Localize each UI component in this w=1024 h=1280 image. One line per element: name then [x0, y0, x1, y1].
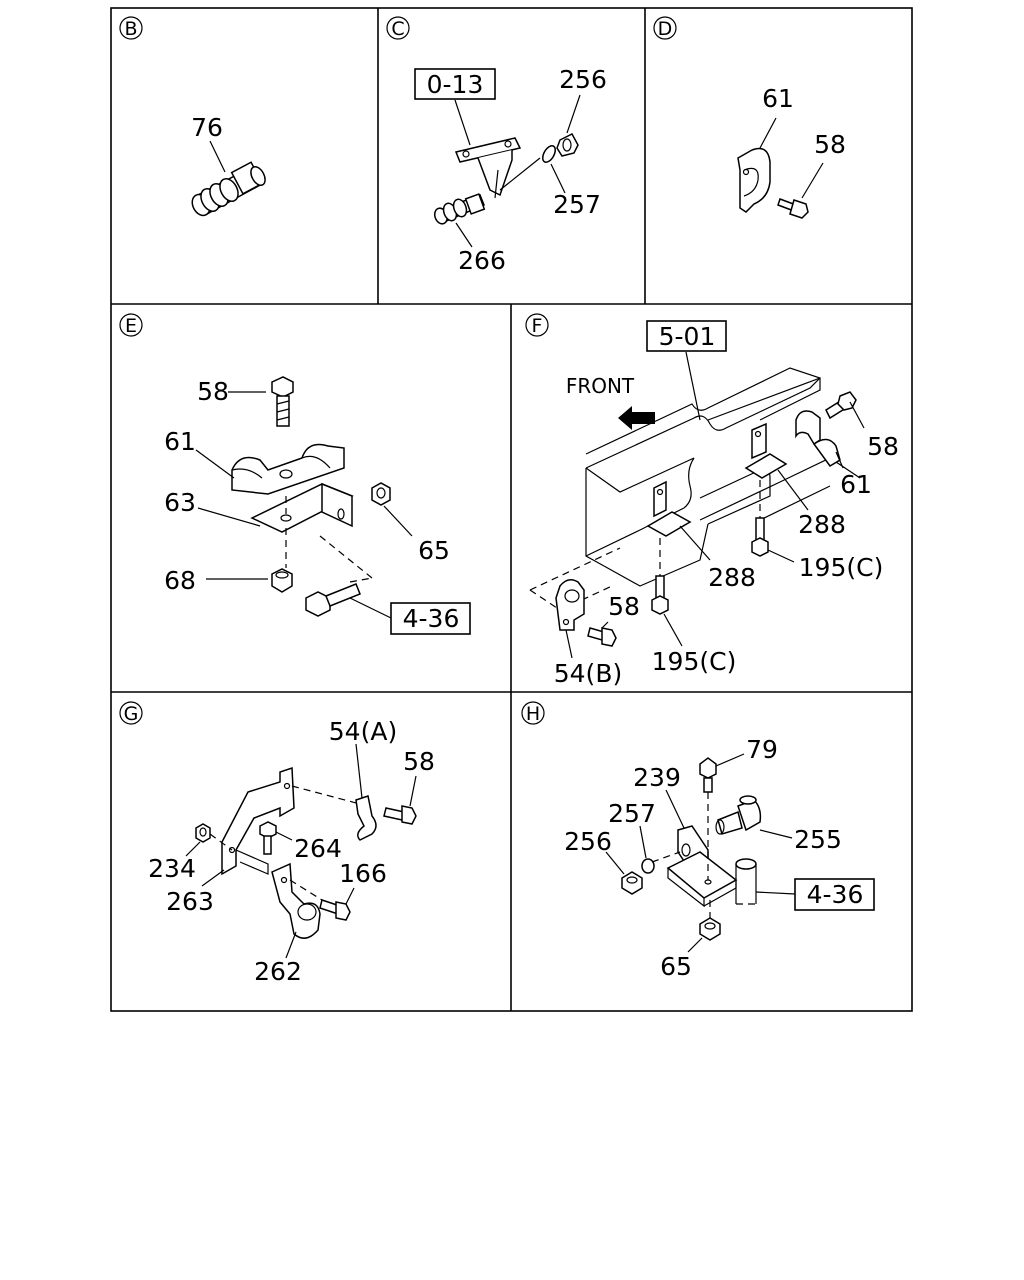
- label-61-d: 61: [762, 84, 794, 113]
- bracket-263: [221, 766, 295, 876]
- clip-61-f: [795, 410, 841, 467]
- bracket-288-left: [646, 480, 692, 537]
- ref-5-01: 5-01: [659, 322, 716, 351]
- bolt-195-right: [751, 517, 769, 557]
- bracket-262: [271, 862, 321, 939]
- front-label: FRONT: [566, 374, 635, 398]
- panel-h: H: [521, 701, 875, 981]
- elbow-255: [715, 795, 762, 835]
- clip-61: [737, 147, 771, 213]
- label-195-right: 195(C): [799, 553, 884, 582]
- ref-box-5-01: [646, 320, 727, 352]
- label-58-d: 58: [814, 130, 846, 159]
- label-58-f-lower: 58: [608, 592, 640, 621]
- label-195-left: 195(C): [652, 647, 737, 676]
- panel-f-letter: F: [532, 315, 543, 337]
- washer-257: [542, 145, 556, 163]
- label-61-f: 61: [840, 470, 872, 499]
- panel-g: G: [119, 701, 435, 986]
- label-262: 262: [254, 957, 302, 986]
- panel-g-letter: G: [124, 703, 139, 725]
- label-288-left: 288: [708, 563, 756, 592]
- ref-4-36-h: 4-36: [807, 880, 864, 909]
- nut-65-h: [699, 917, 721, 941]
- label-65-e: 65: [418, 536, 450, 565]
- panel-h-marker: H: [521, 701, 545, 725]
- bolt-58-f-lower: [587, 627, 617, 647]
- label-255: 255: [794, 825, 842, 854]
- panel-e-letter: E: [125, 315, 137, 337]
- panel-b: B 76: [119, 16, 266, 217]
- ref-0-13: 0-13: [427, 70, 484, 99]
- bracket-63: [250, 482, 354, 533]
- label-76: 76: [191, 113, 223, 142]
- bolt-195-left: [651, 575, 669, 615]
- panel-h-letter: H: [526, 703, 540, 725]
- panel-g-marker: G: [119, 701, 143, 725]
- bolt-58-d: [777, 198, 809, 219]
- label-257: 257: [553, 190, 601, 219]
- label-65-h: 65: [660, 952, 692, 981]
- clip-54b: [555, 579, 585, 631]
- bracket-288-right: [744, 422, 788, 479]
- panel-f: F 5-01 FRONT: [525, 313, 899, 688]
- label-58-g: 58: [403, 747, 435, 776]
- bolt-e-lower: [305, 583, 361, 617]
- bolt-58-e: [271, 376, 294, 427]
- label-239: 239: [633, 763, 681, 792]
- bracket-0-13: [454, 137, 522, 199]
- panel-d-letter: D: [658, 18, 673, 40]
- clip-54a: [355, 795, 377, 841]
- washer-257-h: [641, 858, 655, 874]
- label-54a: 54(A): [329, 717, 397, 746]
- label-68: 68: [164, 566, 196, 595]
- label-54b: 54(B): [554, 659, 622, 688]
- label-256-h: 256: [564, 827, 612, 856]
- label-266: 266: [458, 246, 506, 275]
- clip-61-e: [231, 443, 345, 495]
- bracket-239: [666, 825, 738, 908]
- ref-box-4-36-e: [390, 602, 471, 635]
- label-263: 263: [166, 887, 214, 916]
- panel-b-marker: B: [119, 16, 143, 40]
- label-61-e: 61: [164, 427, 196, 456]
- label-257-h: 257: [608, 799, 656, 828]
- bolt-79: [699, 757, 717, 793]
- panel-c-letter: C: [391, 18, 404, 40]
- label-58-e: 58: [197, 377, 229, 406]
- ref-box-0-13: [414, 68, 496, 100]
- tube-4-36-h: [735, 858, 757, 905]
- label-58-f-upper: 58: [867, 432, 899, 461]
- panel-d-marker: D: [653, 16, 677, 40]
- nut-256-h: [621, 871, 643, 895]
- breather-266: [433, 193, 486, 225]
- label-234: 234: [148, 854, 196, 883]
- panel-f-marker: F: [525, 313, 549, 337]
- nut-256: [556, 133, 579, 157]
- panel-d: D 61 58: [653, 16, 846, 219]
- grease-nipple-76: [191, 161, 266, 217]
- nut-65-e: [371, 482, 391, 506]
- nut-68: [271, 568, 293, 593]
- panel-b-letter: B: [124, 18, 137, 40]
- label-79: 79: [746, 735, 778, 764]
- panel-c-marker: C: [386, 16, 410, 40]
- panel-e-marker: E: [119, 313, 143, 337]
- label-256: 256: [559, 65, 607, 94]
- label-264: 264: [294, 834, 342, 863]
- ref-box-4-36-h: [794, 878, 875, 911]
- panel-c: C 0-13 256 257 266: [386, 16, 607, 275]
- panel-e: E: [119, 313, 471, 635]
- nut-234: [195, 823, 211, 843]
- label-166: 166: [339, 859, 387, 888]
- front-arrow-icon: [618, 406, 655, 430]
- bolt-58-g: [383, 805, 417, 825]
- panel-grid: [110, 7, 913, 1012]
- bolt-264: [259, 821, 277, 855]
- bolt-166: [319, 899, 351, 921]
- label-288-right: 288: [798, 510, 846, 539]
- ref-4-36-e: 4-36: [403, 604, 460, 633]
- label-63: 63: [164, 488, 196, 517]
